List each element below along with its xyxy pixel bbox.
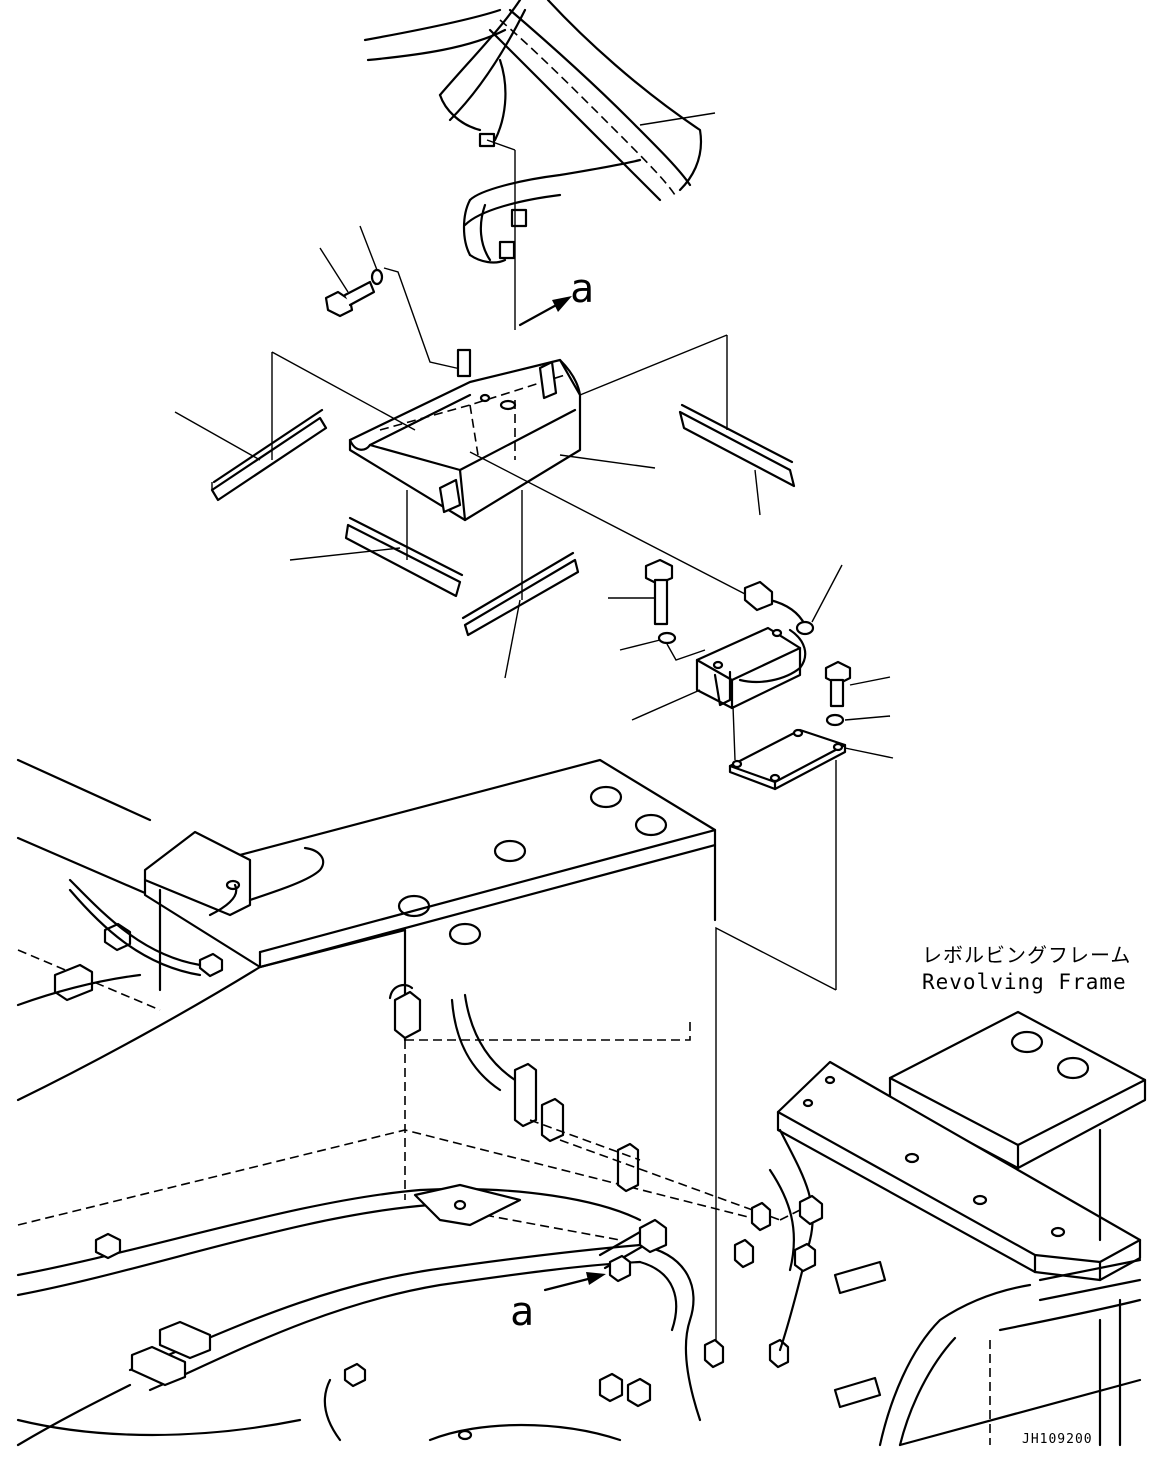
rubber-strip-right <box>579 334 796 516</box>
rubber-strip-front-right <box>461 490 580 679</box>
frame-name-jp: レボルビングフレーム <box>922 943 1131 967</box>
wire-harness <box>363 0 716 330</box>
battery-box <box>348 348 656 522</box>
drawing-code: JH109200 <box>1022 1432 1093 1447</box>
bolt-top <box>319 225 466 371</box>
relay-assembly <box>469 451 894 1340</box>
frame-name-en: Revolving Frame <box>922 970 1127 994</box>
rubber-strip-left <box>174 351 416 502</box>
revolving-frame <box>16 758 790 1447</box>
view-arrow-top: a <box>518 266 594 327</box>
rubber-strip-front-left <box>289 490 464 598</box>
view-arrow-top-label: a <box>570 266 594 312</box>
revolving-frame-right <box>768 1010 1147 1447</box>
view-arrow-bottom: a <box>510 1272 606 1335</box>
view-arrow-bottom-label: a <box>510 1289 534 1335</box>
